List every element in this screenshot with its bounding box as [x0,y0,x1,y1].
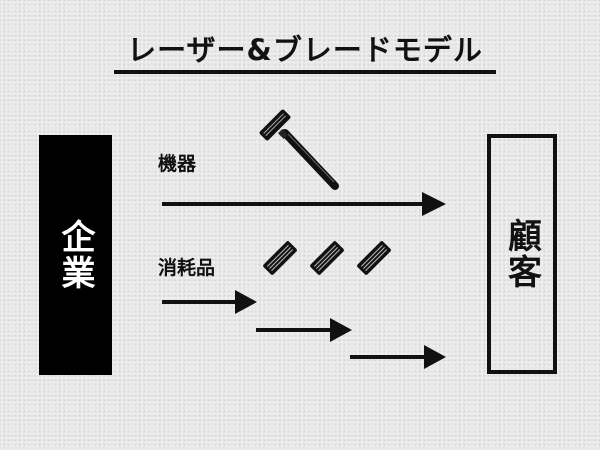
consumables-arrow-2 [256,318,352,342]
blade-cartridge-icon [263,241,297,275]
company-label: 企業 [55,219,95,291]
razor-icon [259,109,339,190]
equipment-label: 機器 [158,153,197,175]
blade-cartridge-icon [357,241,391,275]
consumables-arrow-3 [350,345,446,369]
equipment-arrow [162,192,446,216]
customer-label: 顧客 [501,218,542,290]
consumables-arrow-1 [162,290,257,314]
company-box: 企業 [39,135,112,375]
diagram-title: レーザー&ブレードモデル [114,30,496,74]
blade-cartridge-icon [310,241,344,275]
customer-box: 顧客 [487,134,557,374]
consumables-label: 消耗品 [158,257,216,279]
